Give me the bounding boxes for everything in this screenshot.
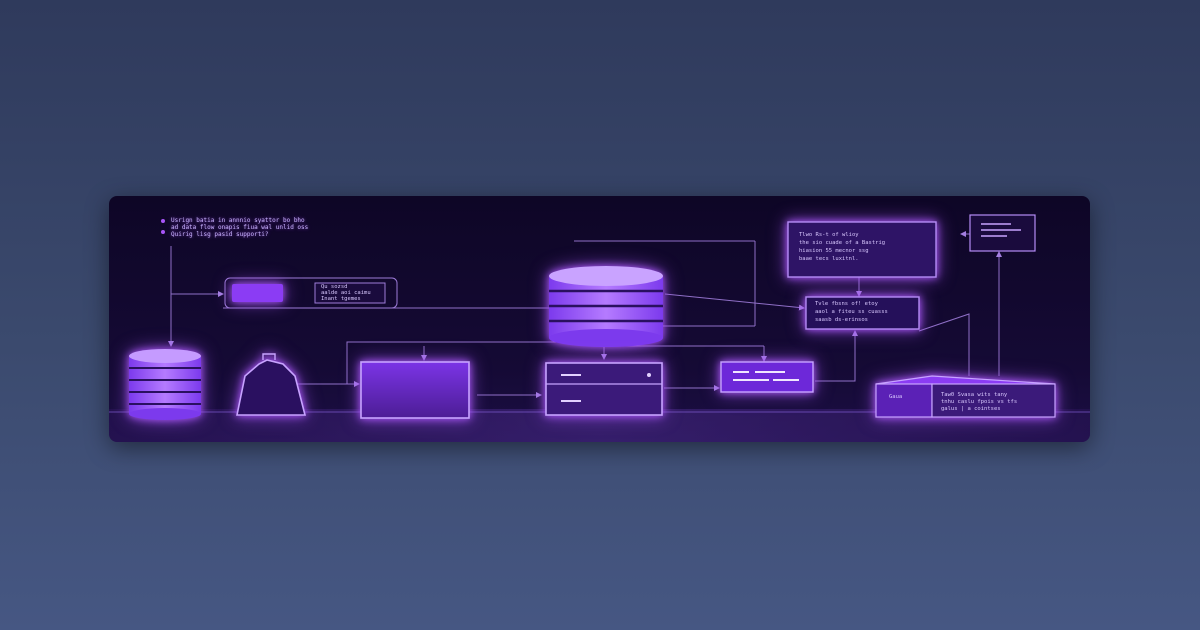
top-right-panel — [787, 221, 937, 278]
document-icon — [969, 214, 1036, 252]
square-box — [360, 361, 470, 419]
purple-chip — [232, 284, 283, 302]
legend-bullet-2 — [161, 230, 165, 234]
cube-note-2: tnhu caslu fpois vs tfs — [941, 399, 1018, 405]
top-left-note-3: Inant tgemes — [321, 296, 361, 302]
legend-line-2: ad data flow onapis fiua wal unlid oss — [171, 224, 309, 231]
bell-icon — [236, 353, 307, 416]
mid-right-note-2: aaol a fiteu ss cuasss — [815, 309, 888, 315]
top-left-note-1: Qu sozsd — [321, 284, 348, 290]
top-left-container — [224, 277, 398, 309]
top-right-note-1: Tlwo Rs-t of wlioy — [799, 232, 859, 238]
cube-label: Gaua — [889, 394, 903, 400]
legend-line-1: Usrign batia in annnio syattor bo bho — [171, 217, 305, 224]
cube-note-1: Taw0 Svasa wits tany — [941, 392, 1008, 398]
legend-line-3: Quirig lisg pasid supporti? — [171, 231, 269, 238]
list-box-icon — [720, 361, 814, 393]
top-right-note-4: baae tecs luxitnl. — [799, 256, 859, 262]
cube-note-3: galus | a cointses — [941, 406, 1001, 412]
database-left-icon — [129, 349, 201, 420]
top-left-note-box — [314, 282, 386, 304]
database-center-icon — [549, 266, 663, 347]
top-right-note-3: hiasion 55 mecnor ssg — [799, 248, 869, 254]
top-right-note-2: the sio cuade of a Bastrig — [799, 240, 886, 246]
mid-right-note-1: Tvle fbsns of! etoy — [815, 301, 878, 307]
mid-right-box — [805, 296, 920, 330]
server-icon — [545, 362, 663, 416]
top-left-note-2: aalde aoi caimu — [321, 290, 371, 296]
cube-icon — [875, 375, 1056, 418]
legend-bullet-1 — [161, 219, 165, 223]
diagram-panel: Usrign batia in annnio syattor bo bho ad… — [109, 196, 1090, 442]
mid-right-note-3: saasb ds-erinsos — [815, 317, 868, 323]
architecture-diagram — [109, 214, 1090, 442]
